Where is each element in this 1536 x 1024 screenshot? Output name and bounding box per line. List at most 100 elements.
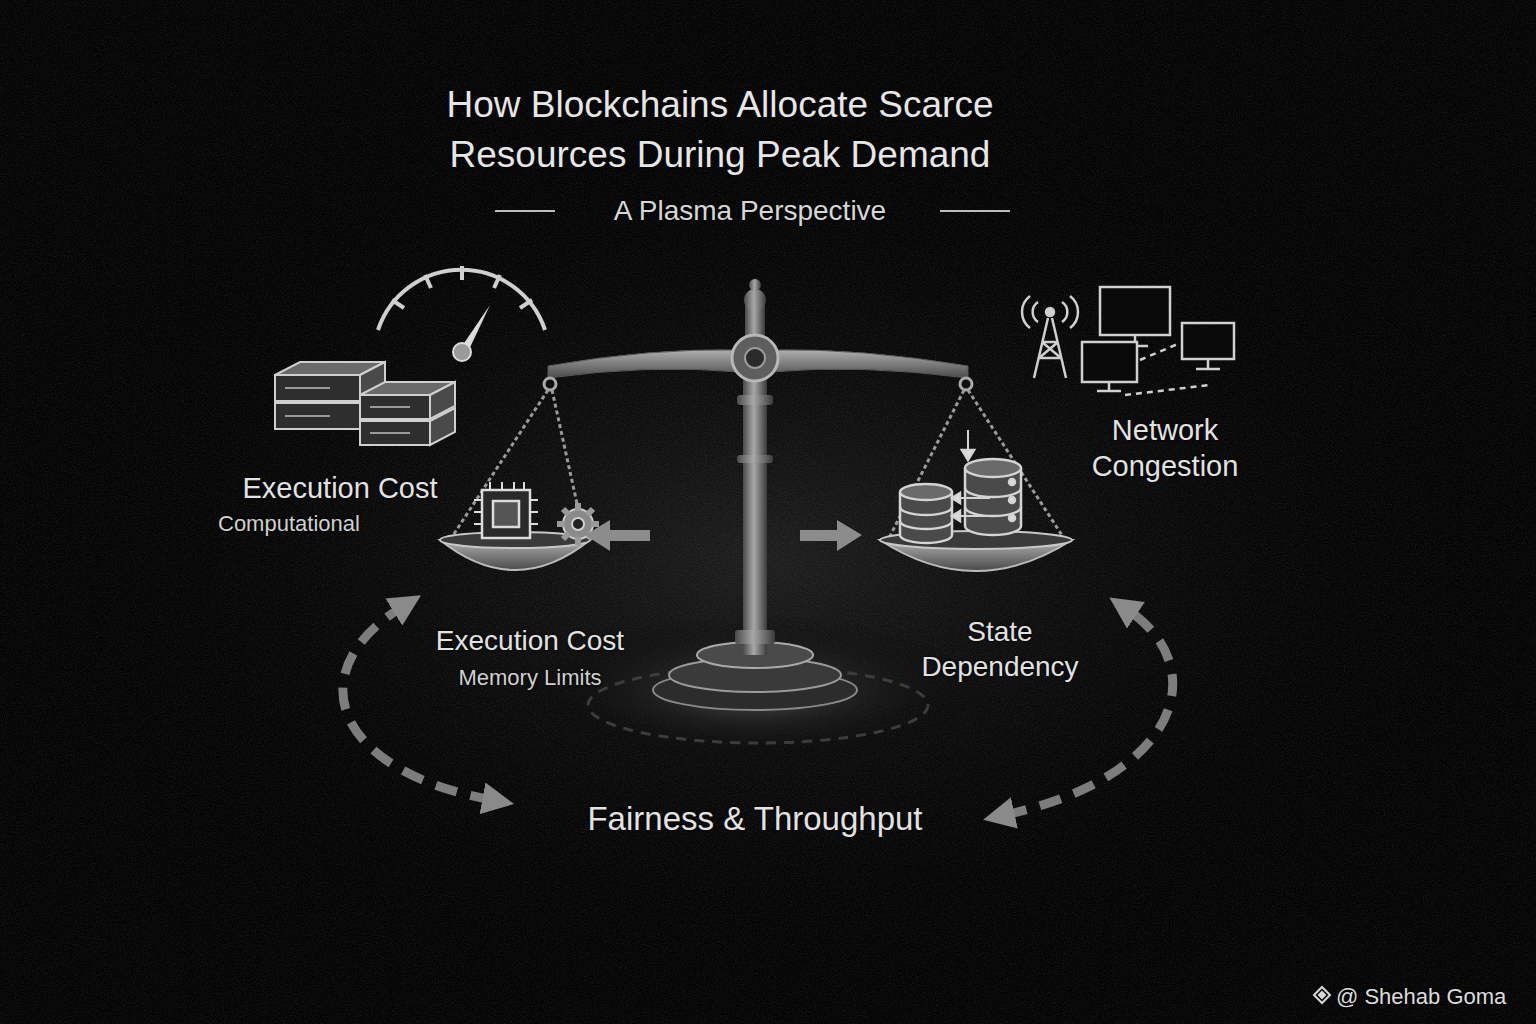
network-icon-part [1182,323,1234,359]
diagram-title: How Blockchains Allocate Scarce Resource… [400,80,1040,180]
cycle-arrows [343,607,1173,815]
network-icon-part [1052,318,1066,378]
network-icon-part [1100,287,1170,335]
server-stack-icon-part-part [275,403,360,429]
cpu-chip-icon-part [493,501,519,527]
balance-scale-part-part [450,390,548,540]
database-icon-part [965,488,1021,516]
cpu-chip-icon-part [482,490,530,538]
network-icon-part [1039,357,1061,360]
balance-scale-part [749,279,761,291]
database-icon-part [960,497,990,499]
network-icon-part [1196,368,1220,371]
gear-icon-part [572,518,584,530]
network-icon-part [1140,343,1180,360]
balance-arrows-part [585,520,650,551]
database-icon-part [952,511,960,521]
network-icon-part [1033,302,1038,322]
gauge-icon-part [494,275,500,288]
server-stack-icon-part-part [370,432,410,434]
server-stack-icon-part-part [275,375,360,401]
network-icon-part [1125,385,1210,395]
cpu-chip-icon-part-part [489,482,491,490]
server-stack-icon-part-part [430,408,455,445]
network-icon-part [1022,296,1030,328]
server-stack-icon-part-part [285,415,330,417]
factor-heading: State Dependency [900,614,1100,684]
database-icon-part [965,459,1021,477]
factor-heading: Execution Cost [400,623,660,658]
gauge-icon-part [425,275,431,288]
server-stack-icon-part [275,362,455,445]
subtitle-rules-part [940,210,1010,212]
subtitle-rules-part [495,210,555,212]
watermark: @ Shehab Goma [1336,983,1506,1011]
gauge-icon-part [453,343,471,361]
database-icon-part [967,430,969,452]
balance-arrows [585,520,862,551]
cpu-chip-icon-part-part [530,499,538,501]
factor-heading: Network Congestion [1065,412,1265,484]
subtitle: A Plasma Perspective [570,193,930,228]
database-icon-part [1009,479,1015,485]
balance-scale-part [744,289,766,311]
network-icon [1022,287,1234,395]
watermark-icon [1314,987,1330,1003]
cpu-chip-icon-part-part [501,482,503,490]
balance-scale-part [732,335,778,381]
cpu-chip-icon-part-part [474,499,482,501]
balance-scale-part [544,378,556,390]
server-stack-icon-part-part [360,395,430,419]
network-icon-part [1207,359,1210,368]
balance-scale-part [737,455,773,463]
database-icon-part [960,515,990,517]
watermark-icon-part [1314,987,1330,1003]
watermark-icon-part [1319,992,1325,998]
balance-scale-part [745,348,765,368]
network-icon-part [1042,342,1061,358]
cpu-chip-icon [474,482,538,538]
cycle-label: Fairness & Throughput [520,798,990,839]
network-icon-part [1097,390,1121,393]
database-icon-part [1009,515,1015,521]
database-icon-part [1009,497,1015,503]
cpu-chip-icon-part-part [474,511,482,513]
cpu-chip-icon-part-part [513,482,515,490]
network-icon-part [1070,296,1078,328]
gauge-icon [378,266,545,361]
balance-scale-part [450,390,1065,540]
gauge-icon-part [392,300,404,308]
balance-scale-part [743,375,767,655]
database-icon-part [952,493,960,503]
gauge-icon-part [520,300,532,308]
database-icon-part [900,484,952,500]
cpu-chip-icon-part-part [474,523,482,525]
balance-scale-part [960,378,972,390]
network-icon-part [1062,302,1067,322]
gauge-icon-part [460,266,464,280]
balance-scale-part [735,630,775,644]
balance-arrows-part [800,520,862,551]
database-icon-part [900,507,952,529]
server-stack-icon-part-part [360,421,430,445]
factor-subheading: Computational [218,510,360,538]
server-stack-icon-part [285,388,410,433]
network-icon-part [1082,342,1137,382]
cpu-chip-icon-part-part [523,482,525,490]
network-icon-part [1039,342,1058,358]
server-stack-icon-part-part [370,406,410,408]
factor-heading: Execution Cost [205,470,475,506]
server-stack-icon-part-part [285,387,330,389]
cpu-chip-icon-part-part [530,523,538,525]
server-stack-icon [275,362,455,445]
network-icon-part [1034,318,1048,378]
gear-icon-part [565,511,591,537]
network-icon-part [1046,308,1054,316]
database-icon [900,430,1021,543]
network-icon-part [1108,382,1111,390]
cpu-chip-icon-part-part [530,511,538,513]
cpu-chip-icon-part [474,482,538,524]
